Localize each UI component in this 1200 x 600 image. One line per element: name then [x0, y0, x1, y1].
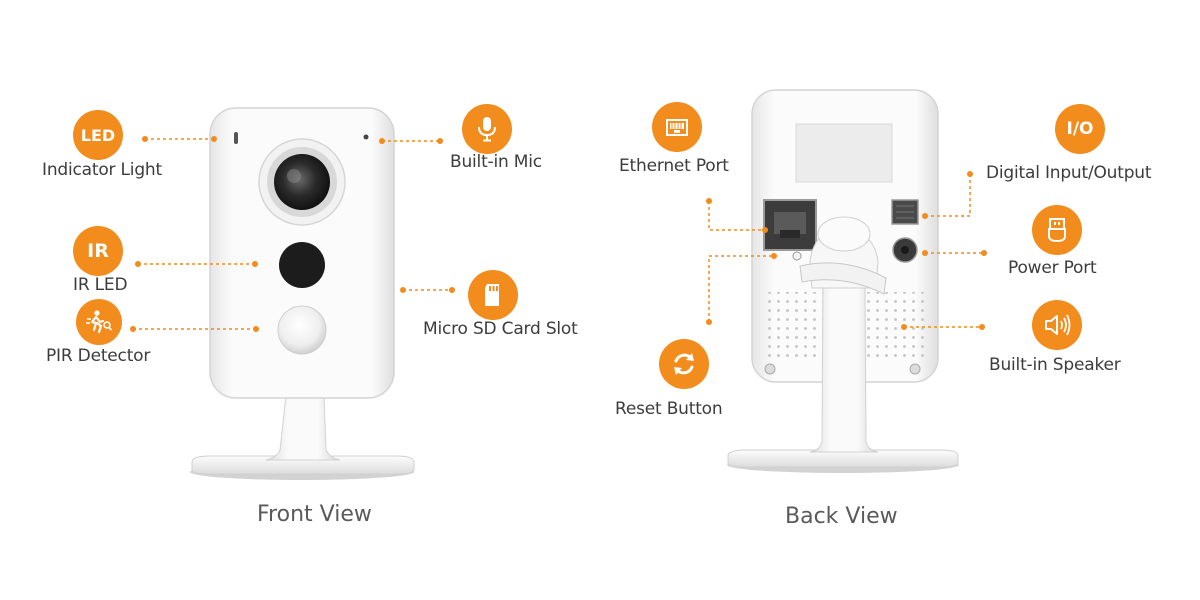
- speaker-icon: [1032, 300, 1082, 350]
- sd-card-icon: [468, 270, 518, 320]
- indicator-light-label: Indicator Light: [42, 160, 162, 180]
- ethernet-socket: [774, 212, 806, 234]
- built-in-mic-label: Built-in Mic: [450, 152, 542, 172]
- back-joint: [817, 216, 871, 252]
- mic-hole: [363, 134, 369, 140]
- pir-detector-label: PIR Detector: [46, 346, 151, 366]
- reset-hole: [792, 251, 802, 261]
- front-stand: [265, 395, 341, 461]
- screw-left: [764, 363, 776, 375]
- back-label-area: [795, 123, 893, 183]
- ethernet-port-label: Ethernet Port: [619, 156, 729, 176]
- front-camera: [190, 107, 415, 480]
- led-badge: LED: [73, 110, 123, 160]
- ir-badge: IR: [73, 226, 123, 276]
- callout-line-ethernet: [708, 201, 765, 231]
- power-plug-icon: [1032, 205, 1082, 255]
- front-base: [191, 455, 415, 475]
- callout-line-reset: [708, 255, 774, 322]
- io-badge-text: I/O: [1066, 119, 1094, 139]
- io-badge: I/O: [1055, 104, 1105, 154]
- ir-badge-text: IR: [87, 240, 109, 262]
- digital-input-output-label: Digital Input/Output: [986, 163, 1152, 183]
- back-stand: [809, 285, 879, 453]
- screw-right: [909, 363, 921, 375]
- pir-sensor: [277, 305, 327, 355]
- callout-dots: [130, 136, 987, 332]
- front-view-caption: Front View: [257, 502, 372, 527]
- built-in-speaker-label: Built-in Speaker: [989, 355, 1121, 375]
- ir-window: [279, 242, 325, 288]
- back-base: [727, 449, 959, 468]
- callout-lines: [133, 138, 984, 330]
- indicator-led: [234, 132, 238, 144]
- reset-icon: [659, 339, 709, 389]
- callout-line-io: [925, 174, 971, 217]
- lens-highlight: [287, 169, 301, 183]
- ethernet-icon: [652, 102, 702, 152]
- led-badge-text: LED: [80, 125, 116, 145]
- back-view-caption: Back View: [785, 504, 898, 529]
- back-camera: [727, 89, 959, 473]
- camera-lens: [274, 154, 330, 210]
- microphone-icon: [462, 104, 512, 154]
- micro-sd-card-slot-label: Micro SD Card Slot: [423, 319, 578, 339]
- back-collar: [799, 262, 887, 295]
- power-port-label: Power Port: [1008, 258, 1097, 278]
- reset-button-label: Reset Button: [615, 399, 723, 419]
- running-person-icon: [76, 299, 122, 345]
- ethernet-latch: [780, 230, 800, 238]
- ir-led-label: IR LED: [73, 275, 128, 295]
